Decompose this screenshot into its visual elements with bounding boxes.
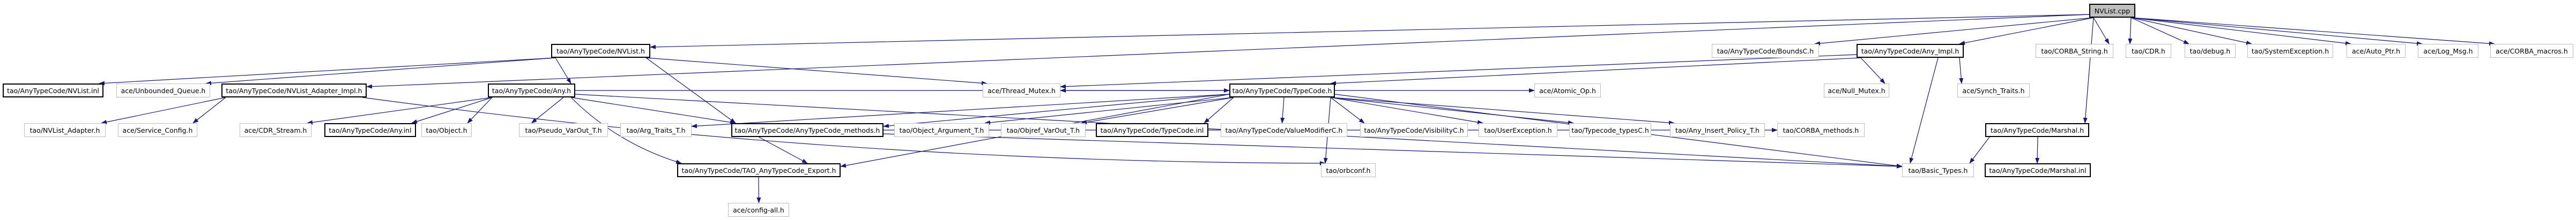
graph-node-nvlinl[interactable]: tao/AnyTypeCode/NVList.inl xyxy=(3,84,103,97)
graph-node-anyh[interactable]: tao/AnyTypeCode/Any.h xyxy=(488,84,575,97)
graph-node-bounds: tao/AnyTypeCode/BoundsC.h xyxy=(1712,44,1819,58)
edge-root-nvladimpl xyxy=(366,14,2090,89)
graph-node-marshal[interactable]: tao/AnyTypeCode/Marshal.h xyxy=(1985,123,2089,137)
graph-node-atcmeth[interactable]: tao/AnyTypeCode/AnyTypeCode_methods.h xyxy=(731,123,884,137)
graph-node-tch[interactable]: tao/AnyTypeCode/TypeCode.h xyxy=(1229,84,1335,97)
graph-node-cdr: tao/CDR.h xyxy=(2126,44,2171,58)
edge-tch-valmod xyxy=(1280,97,1285,124)
edge-atcmeth-export xyxy=(759,136,808,164)
edge-tch-visib xyxy=(1330,97,1365,124)
graph-node-configall: ace/config-all.h xyxy=(728,203,789,217)
edge-anyimpl-basictypes xyxy=(1909,57,1939,164)
edge-anyh-cdrstream xyxy=(307,97,493,125)
edge-tch-objref xyxy=(1081,97,1234,125)
graph-node-marshalinl[interactable]: tao/AnyTypeCode/Marshal.inl xyxy=(1985,163,2091,177)
graph-node-nvladimpl[interactable]: tao/AnyTypeCode/NVList_Adapter_Impl.h xyxy=(221,84,367,97)
graph-node-export[interactable]: tao/AnyTypeCode/TAO_AnyTypeCode_Export.h xyxy=(677,163,841,177)
edge-marshal-basictypes xyxy=(1969,136,1990,164)
edge-anyh-export xyxy=(570,97,682,164)
edge-root-bounds xyxy=(1814,17,2094,46)
graph-node-unbq: ace/Unbounded_Queue.h xyxy=(116,84,210,97)
edge-root-debug xyxy=(2130,17,2189,44)
graph-node-anyinl[interactable]: tao/AnyTypeCode/Any.inl xyxy=(324,123,416,137)
graph-node-obj: tao/Object.h xyxy=(421,123,472,137)
edge-root-sysex xyxy=(2130,17,2252,45)
graph-node-userex: tao/UserException.h xyxy=(1479,123,1557,137)
graph-node-basictypes: tao/Basic_Types.h xyxy=(1902,163,1974,177)
edge-nvladimpl-svccfg xyxy=(192,97,226,124)
graph-node-debug: tao/debug.h xyxy=(2185,44,2236,58)
graph-node-tcinl[interactable]: tao/AnyTypeCode/TypeCode.inl xyxy=(1096,123,1208,137)
edge-anyh-pseudo xyxy=(531,97,564,124)
graph-node-thrmtx: ace/Thread_Mutex.h xyxy=(983,84,1060,97)
edge-anyimpl-thrmtx xyxy=(1060,54,1857,89)
graph-node-nvlh[interactable]: tao/AnyTypeCode/NVList.h xyxy=(551,44,650,58)
edge-root-corbamac xyxy=(2130,17,2495,46)
edge-tch-objarg xyxy=(984,97,1234,125)
edge-anyh-obj xyxy=(467,97,493,124)
edge-root-corbastr xyxy=(2093,17,2110,44)
graph-node-sysex: tao/SystemException.h xyxy=(2247,44,2333,58)
graph-node-anyimpl[interactable]: tao/AnyTypeCode/Any_Impl.h xyxy=(1857,44,1964,58)
graph-node-visib: tao/AnyTypeCode/VisibilityC.h xyxy=(1360,123,1468,137)
graph-node-corbamac: ace/CORBA_macros.h xyxy=(2490,44,2573,58)
edge-root-autoptr xyxy=(2130,17,2351,45)
edge-nvlh-nvlinl xyxy=(99,57,556,86)
graph-node-corbastr: tao/CORBA_String.h xyxy=(2036,44,2113,58)
graph-node-nvlad: tao/NVList_Adapter.h xyxy=(24,123,106,137)
edge-root-logmsg xyxy=(2130,17,2423,46)
graph-node-synch: ace/Synch_Traits.h xyxy=(1957,84,2030,97)
graph-node-cdrstream: ace/CDR_Stream.h xyxy=(240,123,311,137)
edge-root-cdr xyxy=(2128,17,2133,44)
edge-atcmeth-basictypes xyxy=(883,133,1903,169)
graph-node-orbconf: tao/orbconf.h xyxy=(1321,163,1376,177)
edge-anyimpl-tch xyxy=(1330,57,1861,86)
edge-tch-anyins xyxy=(1330,97,1675,125)
edge-tch-tcinl xyxy=(1204,97,1234,124)
edge-root-nvlh xyxy=(650,14,2090,49)
graph-node-valmod: tao/AnyTypeCode/ValueModifierC.h xyxy=(1221,123,1347,137)
graph-node-svccfg: ace/Service_Config.h xyxy=(118,123,197,137)
graph-node-autoptr: ace/Auto_Ptr.h xyxy=(2347,44,2406,58)
edge-root-marshal xyxy=(2083,17,2094,124)
edge-tch-argtr xyxy=(691,94,1230,128)
edge-tch-atcmeth xyxy=(883,94,1230,128)
graph-node-anyins: tao/Any_Insert_Policy_T.h xyxy=(1670,123,1765,137)
edge-anyimpl-synch xyxy=(1959,57,1964,84)
graph-node-nullmtx: ace/Null_Mutex.h xyxy=(1824,84,1889,97)
edge-anyh-atcmeth xyxy=(570,97,736,125)
graph-node-corbameth: tao/CORBA_methods.h xyxy=(1777,123,1865,137)
edge-nvladimpl-nvlad xyxy=(101,97,226,124)
graph-node-tctypes: tao/Typecode_typesC.h xyxy=(1569,123,1651,137)
graph-node-objarg: tao/Object_Argument_T.h xyxy=(894,123,989,137)
edge-anyimpl-nullmtx xyxy=(1860,57,1885,84)
edge-anyh-anyinl xyxy=(411,97,493,124)
edge-nvladimpl-orbconf xyxy=(362,97,1326,165)
edge-tch-tctypes xyxy=(1330,97,1574,125)
edge-tch-userex xyxy=(1330,97,1483,125)
edge-nvlh-unbq xyxy=(205,57,556,86)
graph-node-objref: tao/Objref_VarOut_T.h xyxy=(1001,123,1086,137)
graph-node-pseudo: tao/Pseudo_VarOut_T.h xyxy=(519,123,608,137)
edge-nvlh-anyh xyxy=(555,57,571,84)
graph-node-root[interactable]: NVList.cpp xyxy=(2089,4,2135,18)
edge-marshal-marshalinl xyxy=(2035,136,2040,164)
graph-node-atomic: ace/Atomic_Op.h xyxy=(1534,84,1601,97)
graph-node-logmsg: ace/Log_Msg.h xyxy=(2418,44,2478,58)
graph-node-argtr: tao/Arg_Traits_T.h xyxy=(620,123,692,137)
edge-nvlh-thrmtx xyxy=(645,57,988,86)
edge-root-anyimpl xyxy=(1959,17,2094,45)
